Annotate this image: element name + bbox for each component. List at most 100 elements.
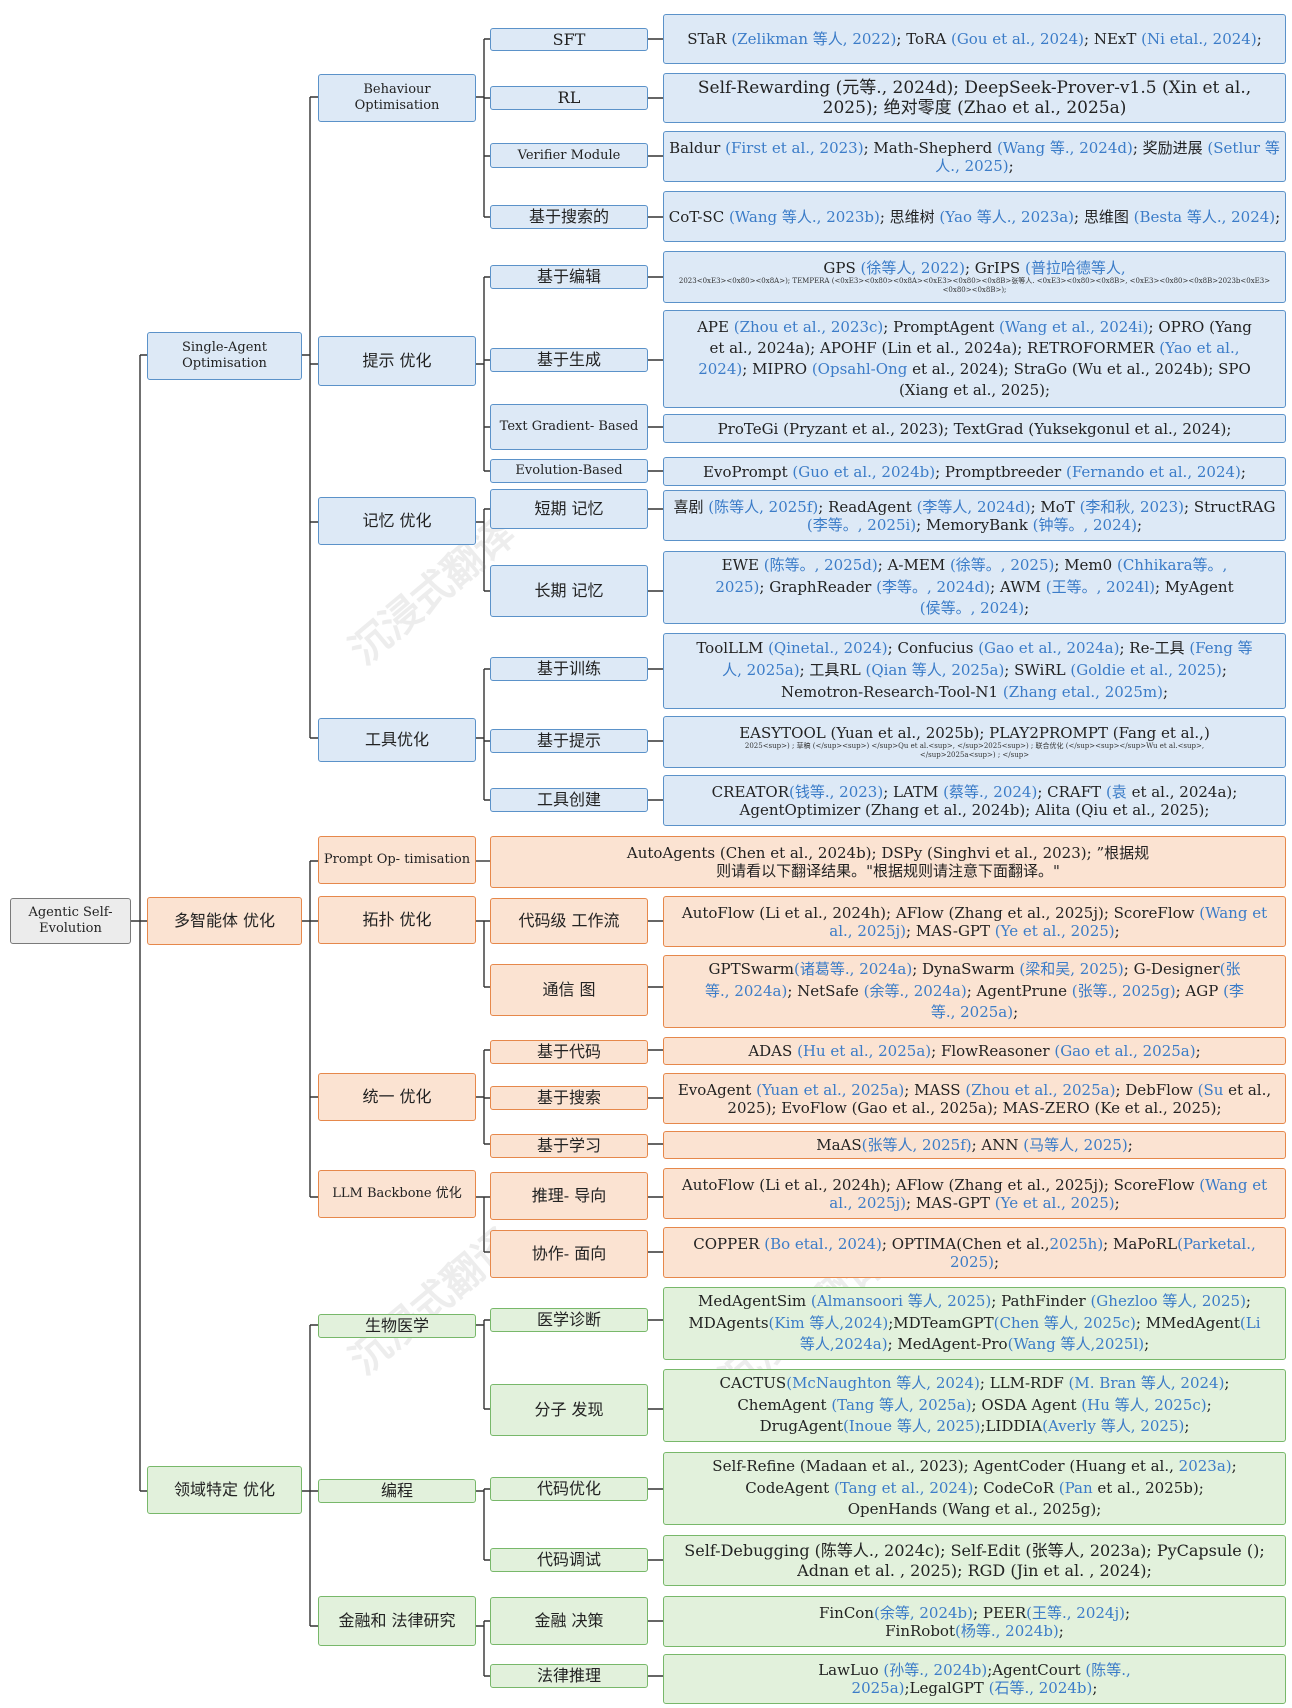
citation-link: (McNaughton 等人, 2024) — [786, 1373, 980, 1392]
citation-link: (Wang et al., 2025j) — [829, 903, 1268, 940]
citation-link: (Kim 等人,2024) — [768, 1313, 889, 1332]
refs-medical-diagnosis: MedAgentSim (Almansoori 等人, 2025); PathF… — [663, 1287, 1286, 1360]
reference-text: STaR (Zelikman 等人, 2022); ToRA (Gou et a… — [687, 30, 1262, 48]
citation-link: (Besta 等人., 2024) — [1133, 207, 1276, 226]
citation-link: (Wang 等., 2024d) — [996, 138, 1133, 157]
citation-link: (李等人, 2024d) — [916, 497, 1031, 516]
citation-link: (Wang et al., 2025j) — [829, 1175, 1268, 1212]
citation-link: (张等人, 2025f) — [861, 1136, 972, 1154]
citation-link: (张等., 2024a) — [705, 959, 1241, 1000]
reference-text: 喜剧 (陈等人, 2025f); ReadAgent (李等人, 2024d);… — [668, 498, 1281, 534]
reference-segment: GPTSwarm — [708, 959, 795, 978]
citation-link: (王等。, 2024l) — [1045, 577, 1155, 596]
refs-sft: STaR (Zelikman 等人, 2022); ToRA (Gou et a… — [663, 14, 1286, 64]
citation-link: (马等人, 2025) — [1023, 1136, 1128, 1154]
citation-link: (Feng 等人, 2025a) — [722, 639, 1253, 680]
refs-verifier: Baldur (First et al., 2023); Math-Shephe… — [663, 131, 1286, 182]
refs-code-based: ADAS (Hu et al., 2025a); FlowReasoner (G… — [663, 1037, 1286, 1065]
reference-segment: EWE — [721, 555, 764, 574]
citation-link: (蔡等., 2024) — [943, 782, 1038, 801]
category-single-agent: Single-Agent Optimisation — [147, 332, 302, 380]
reference-segment: ; MDAgents — [688, 1291, 1251, 1332]
reference-segment: ; A-MEM — [877, 555, 950, 574]
reference-text: CACTUS(McNaughton 等人, 2024); LLM-RDF (M.… — [682, 1373, 1267, 1438]
refs-edit: GPS (徐等人, 2022); GrIPS (普拉哈德等人, 2023<0xE… — [663, 251, 1286, 303]
reference-segment: FinCon — [818, 1603, 874, 1622]
reference-segment: ; Re-工具 — [1119, 639, 1190, 658]
citation-link: (Yao 等人., 2023a) — [939, 207, 1075, 226]
reference-segment: ; — [1008, 156, 1014, 175]
refs-learning-based: MaAS(张等人, 2025f); ANN (马等人, 2025); — [663, 1131, 1286, 1159]
subcat-prompt: 提示 优化 — [318, 336, 476, 386]
citation-link: (Ye et al., 2025) — [994, 1193, 1115, 1212]
leaf-learning-based: 基于学习 — [490, 1134, 648, 1158]
reference-segment: ; AGP — [1175, 981, 1224, 1000]
citation-link: (Pan — [1058, 1478, 1093, 1497]
subcat-memory: 记忆 优化 — [318, 497, 476, 545]
reference-segment: ; MIPRO — [742, 360, 812, 378]
leaf-code-debugging: 代码调试 — [490, 1548, 648, 1572]
subcat-llm-backbone: LLM Backbone 优化 — [318, 1170, 476, 1218]
reference-segment: ; OPRO (Yang et al., 2024a); APOHF (Lin … — [709, 318, 1252, 357]
reference-segment: ; Confucius — [887, 639, 979, 658]
leaf-molecular-discovery: 分子 发现 — [490, 1384, 648, 1436]
reference-segment: ; MMedAgent — [1135, 1313, 1240, 1332]
reference-segment: ; — [1114, 921, 1120, 940]
refs-textgrad: ProTeGi (Pryzant et al., 2023); TextGrad… — [663, 414, 1286, 443]
refs-code-workflow: AutoFlow (Li et al., 2024h); AFlow (Zhan… — [663, 896, 1286, 947]
reference-text: Self-Rewarding (元等., 2024d); DeepSeek-Pr… — [668, 78, 1281, 119]
citation-link: (Ye et al., 2025) — [994, 921, 1115, 940]
reference-segment: ; DynaSwarm — [912, 959, 1020, 978]
reference-segment: ; GrIPS — [964, 258, 1025, 277]
citation-link: (孙等., 2024b) — [883, 1661, 988, 1679]
citation-link: (袁 — [1105, 782, 1127, 801]
reference-segment: ;AgentCourt — [987, 1661, 1086, 1679]
leaf-gen: 基于生成 — [490, 348, 648, 372]
reference-segment: ; — [1058, 1621, 1064, 1640]
reference-segment: MedAgentSim — [698, 1291, 811, 1310]
reference-segment: et al., 2024); StraGo (Wu et al., 2024b)… — [898, 360, 1251, 399]
reference-segment: ; G-Designer — [1123, 959, 1220, 978]
refs-edit-garbled: 2023<0xE3><0x80><0x8A>); TEMPERA (<0xE3>… — [678, 276, 1271, 294]
subcat-finance-law: 金融和 法律研究 — [318, 1596, 476, 1646]
reference-segment: ; — [1275, 207, 1281, 226]
citation-link: (余等, 2024b) — [874, 1603, 974, 1622]
reference-segment: ; StructRAG — [1184, 497, 1276, 516]
citation-link: (Tang 等人, 2025a) — [831, 1395, 972, 1414]
refs-evolution: EvoPrompt (Guo et al., 2024b); Promptbre… — [663, 457, 1286, 486]
reference-text: CoT-SC (Wang 等人., 2023b); 思维树 (Yao 等人., … — [669, 208, 1280, 226]
reference-segment: ; — [1013, 1003, 1019, 1022]
citation-link: (Su — [1197, 1080, 1224, 1099]
refs-comm-graph: GPTSwarm(诸葛等., 2024a); DynaSwarm (梁和吴, 2… — [663, 955, 1286, 1028]
citation-link: (李等。, 2025i) — [806, 515, 917, 534]
reference-segment: ; 思维树 — [879, 207, 940, 226]
reference-segment: AutoAgents (Chen et al., 2024b); DSPy (S… — [626, 844, 1150, 880]
reference-segment: ; — [1114, 1193, 1120, 1212]
citation-link: (Zhang etal., 2025m) — [1002, 682, 1163, 701]
citation-link: (陈等。, 2025d) — [763, 555, 878, 574]
citation-link: (Inoue 等人, 2025) — [843, 1417, 981, 1436]
reference-segment: EASYTOOL (Yuan et al., 2025b); PLAY2PROM… — [739, 723, 1210, 742]
reference-segment: ; — [1195, 1042, 1201, 1060]
leaf-search-based: 基于搜索 — [490, 1086, 648, 1110]
reference-segment: ; OSDA Agent — [971, 1395, 1082, 1414]
reference-text: COPPER (Bo etal., 2024); OPTIMA(Chen et … — [668, 1235, 1281, 1271]
reference-segment: ; Promptbreeder — [935, 462, 1066, 481]
reference-segment: ; MemoryBank — [916, 515, 1033, 534]
citation-link: (Zelikman 等人, 2022) — [731, 30, 897, 48]
refs-generation: APE (Zhou et al., 2023c); PromptAgent (W… — [663, 310, 1286, 408]
reference-segment: AutoFlow (Li et al., 2024h); AFlow (Zhan… — [681, 903, 1200, 922]
reference-text: Self-Refine (Madaan et al., 2023); Agent… — [704, 1456, 1245, 1521]
reference-segment: ; ANN — [971, 1136, 1024, 1154]
reference-text: CREATOR(钱等., 2023); LATM (蔡等., 2024); CR… — [668, 783, 1281, 819]
citation-link: (梁和吴, 2025) — [1019, 959, 1124, 978]
subcat-unified: 统一 优化 — [318, 1073, 476, 1121]
leaf-search: 基于搜索的 — [490, 205, 648, 229]
refs-edit-main: GPS (徐等人, 2022); GrIPS (普拉哈德等人, — [823, 259, 1125, 277]
citation-link: (Yuan et al., 2025a) — [756, 1080, 905, 1099]
citation-link: (Wang et al., 2024i) — [999, 318, 1149, 336]
leaf-training: 基于训练 — [490, 657, 648, 681]
citation-link: (Qinetal., 2024) — [768, 639, 888, 658]
reference-segment: Self-Rewarding (元等., 2024d); DeepSeek-Pr… — [697, 77, 1252, 118]
